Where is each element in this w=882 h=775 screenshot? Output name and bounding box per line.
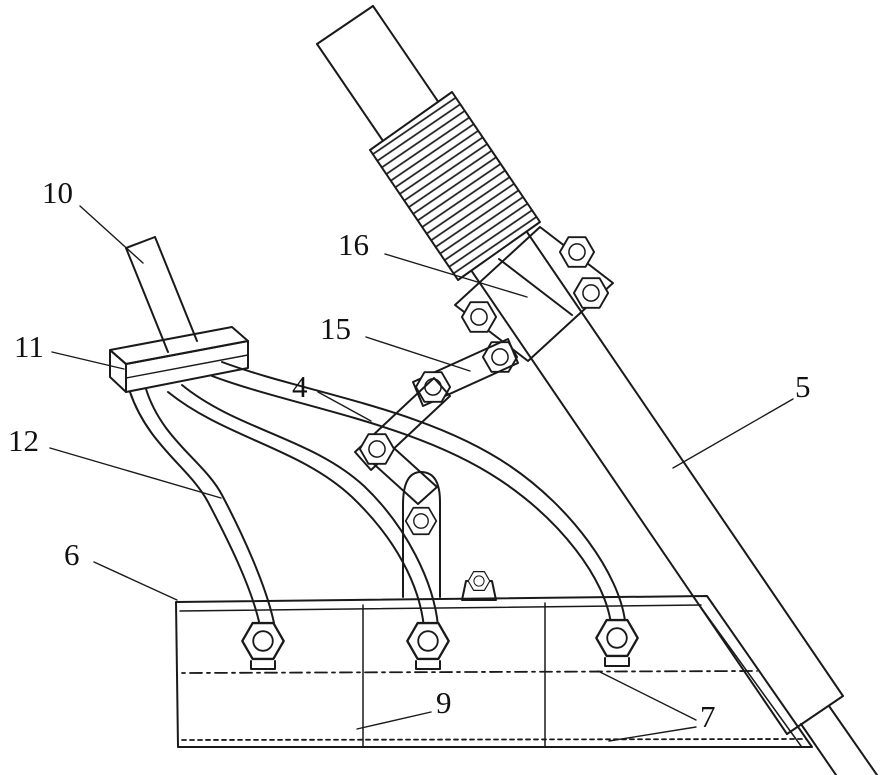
base-box [175, 595, 813, 748]
leader-line-4 [317, 391, 372, 422]
part-label-6: 6 [64, 537, 80, 572]
part-label-12: 12 [8, 423, 39, 458]
leader-line-15 [365, 336, 471, 372]
hidden-bottom-line [181, 738, 807, 741]
ribbed-sleeve [369, 91, 541, 281]
leader-line-6 [93, 561, 178, 601]
part-label-7: 7 [700, 699, 716, 734]
tine-anchor-bolts [241, 618, 639, 670]
part-label-5: 5 [795, 369, 811, 404]
leader-line-12 [49, 447, 222, 499]
part-label-4: 4 [292, 369, 308, 404]
leader-line-7-upper [597, 670, 697, 721]
tube-clamp-block [109, 326, 249, 393]
part-label-10: 10 [42, 175, 73, 210]
leader-line-11 [51, 351, 125, 370]
part-label-9: 9 [436, 685, 452, 720]
part-label-16: 16 [338, 227, 369, 262]
leader-lines [49, 205, 794, 742]
leader-line-9 [356, 711, 432, 730]
leader-line-16 [384, 253, 528, 298]
link-strap [412, 338, 519, 407]
main-beam-tube [316, 5, 878, 775]
support-bracket [402, 471, 441, 598]
leader-line-7-lower [608, 726, 697, 742]
hidden-mid-line [181, 670, 758, 674]
leader-line-5 [672, 398, 794, 469]
beam-clamp-plate [454, 226, 614, 373]
part-label-11: 11 [14, 329, 44, 364]
box-top-stud-bolt [461, 571, 497, 601]
spring-tines [129, 361, 626, 629]
leader-line-10 [79, 205, 144, 264]
small-upper-tube [125, 236, 198, 353]
connecting-link [354, 377, 451, 505]
part-label-15: 15 [320, 311, 351, 346]
